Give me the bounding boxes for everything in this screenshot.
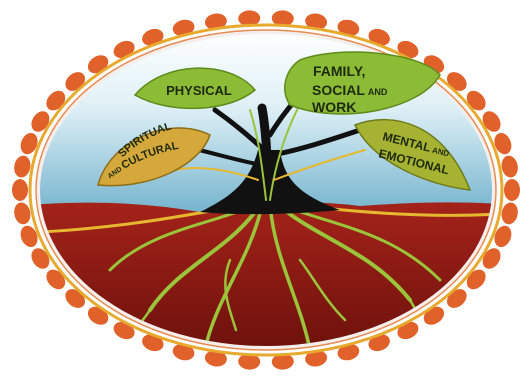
- border-dot: [43, 87, 70, 114]
- border-dot: [12, 179, 28, 201]
- leaf-physical-label: PHYSICAL: [166, 83, 232, 98]
- leaf-work-label: WORK: [312, 99, 356, 115]
- border-dot: [463, 87, 490, 114]
- border-dot: [28, 245, 53, 272]
- border-dot: [463, 266, 490, 293]
- border-dot: [500, 154, 520, 179]
- border-dot: [479, 108, 504, 135]
- border-dot: [500, 201, 520, 226]
- border-dot: [479, 245, 504, 272]
- leaf-social-and-label: AND: [368, 87, 388, 97]
- border-dot: [12, 201, 32, 226]
- border-dot: [504, 179, 520, 201]
- leaf-family-label: FAMILY,: [313, 63, 365, 79]
- leaf-social-label: SOCIAL: [312, 82, 365, 98]
- border-dot: [12, 154, 32, 179]
- border-dot: [28, 108, 53, 135]
- border-dot: [43, 266, 70, 293]
